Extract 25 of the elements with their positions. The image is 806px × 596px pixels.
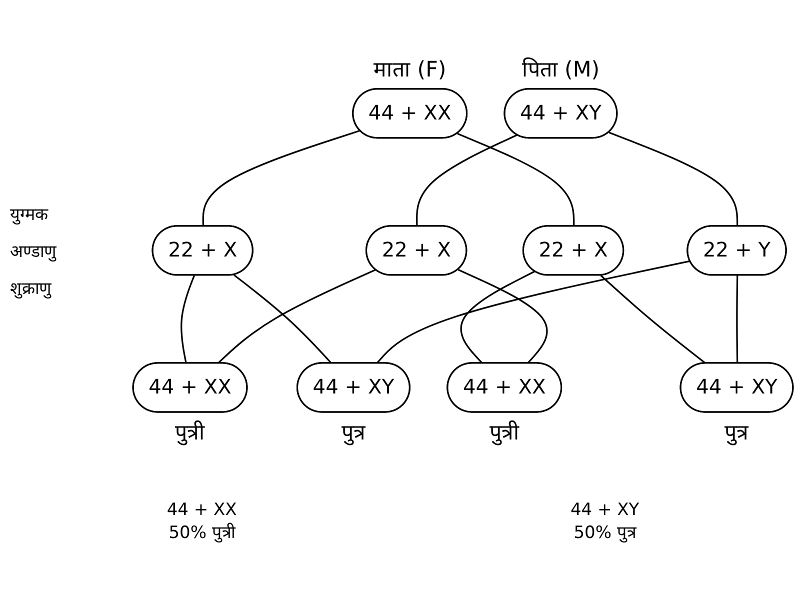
- annotation-text: शुक्राणु: [10, 278, 52, 298]
- connector: [460, 270, 536, 364]
- node-caption: पुत्री: [175, 420, 206, 446]
- summary-text: 44 + XX: [166, 500, 237, 520]
- node-caption: पुत्र: [341, 420, 366, 446]
- connector: [202, 129, 360, 226]
- connector: [600, 274, 706, 364]
- connector: [217, 268, 376, 364]
- connector: [180, 274, 195, 364]
- connector: [608, 131, 738, 226]
- node-caption: पुत्री: [489, 420, 520, 446]
- summary-text: 50% पुत्र: [572, 522, 638, 543]
- annotation-text: अण्डाणु: [10, 240, 58, 262]
- node-caption: पुत्र: [724, 420, 749, 446]
- connector: [376, 260, 690, 364]
- summary-text: 44 + XY: [570, 500, 640, 520]
- connector: [416, 134, 518, 226]
- annotation-text: युग्मक: [10, 204, 50, 224]
- connector: [736, 275, 738, 364]
- connector: [233, 274, 332, 364]
- connector: [457, 132, 575, 226]
- connector: [458, 268, 548, 364]
- node-caption: पिता (M): [522, 56, 600, 82]
- summary-text: 50% पुत्री: [168, 522, 237, 543]
- node-caption: माता (F): [373, 56, 446, 82]
